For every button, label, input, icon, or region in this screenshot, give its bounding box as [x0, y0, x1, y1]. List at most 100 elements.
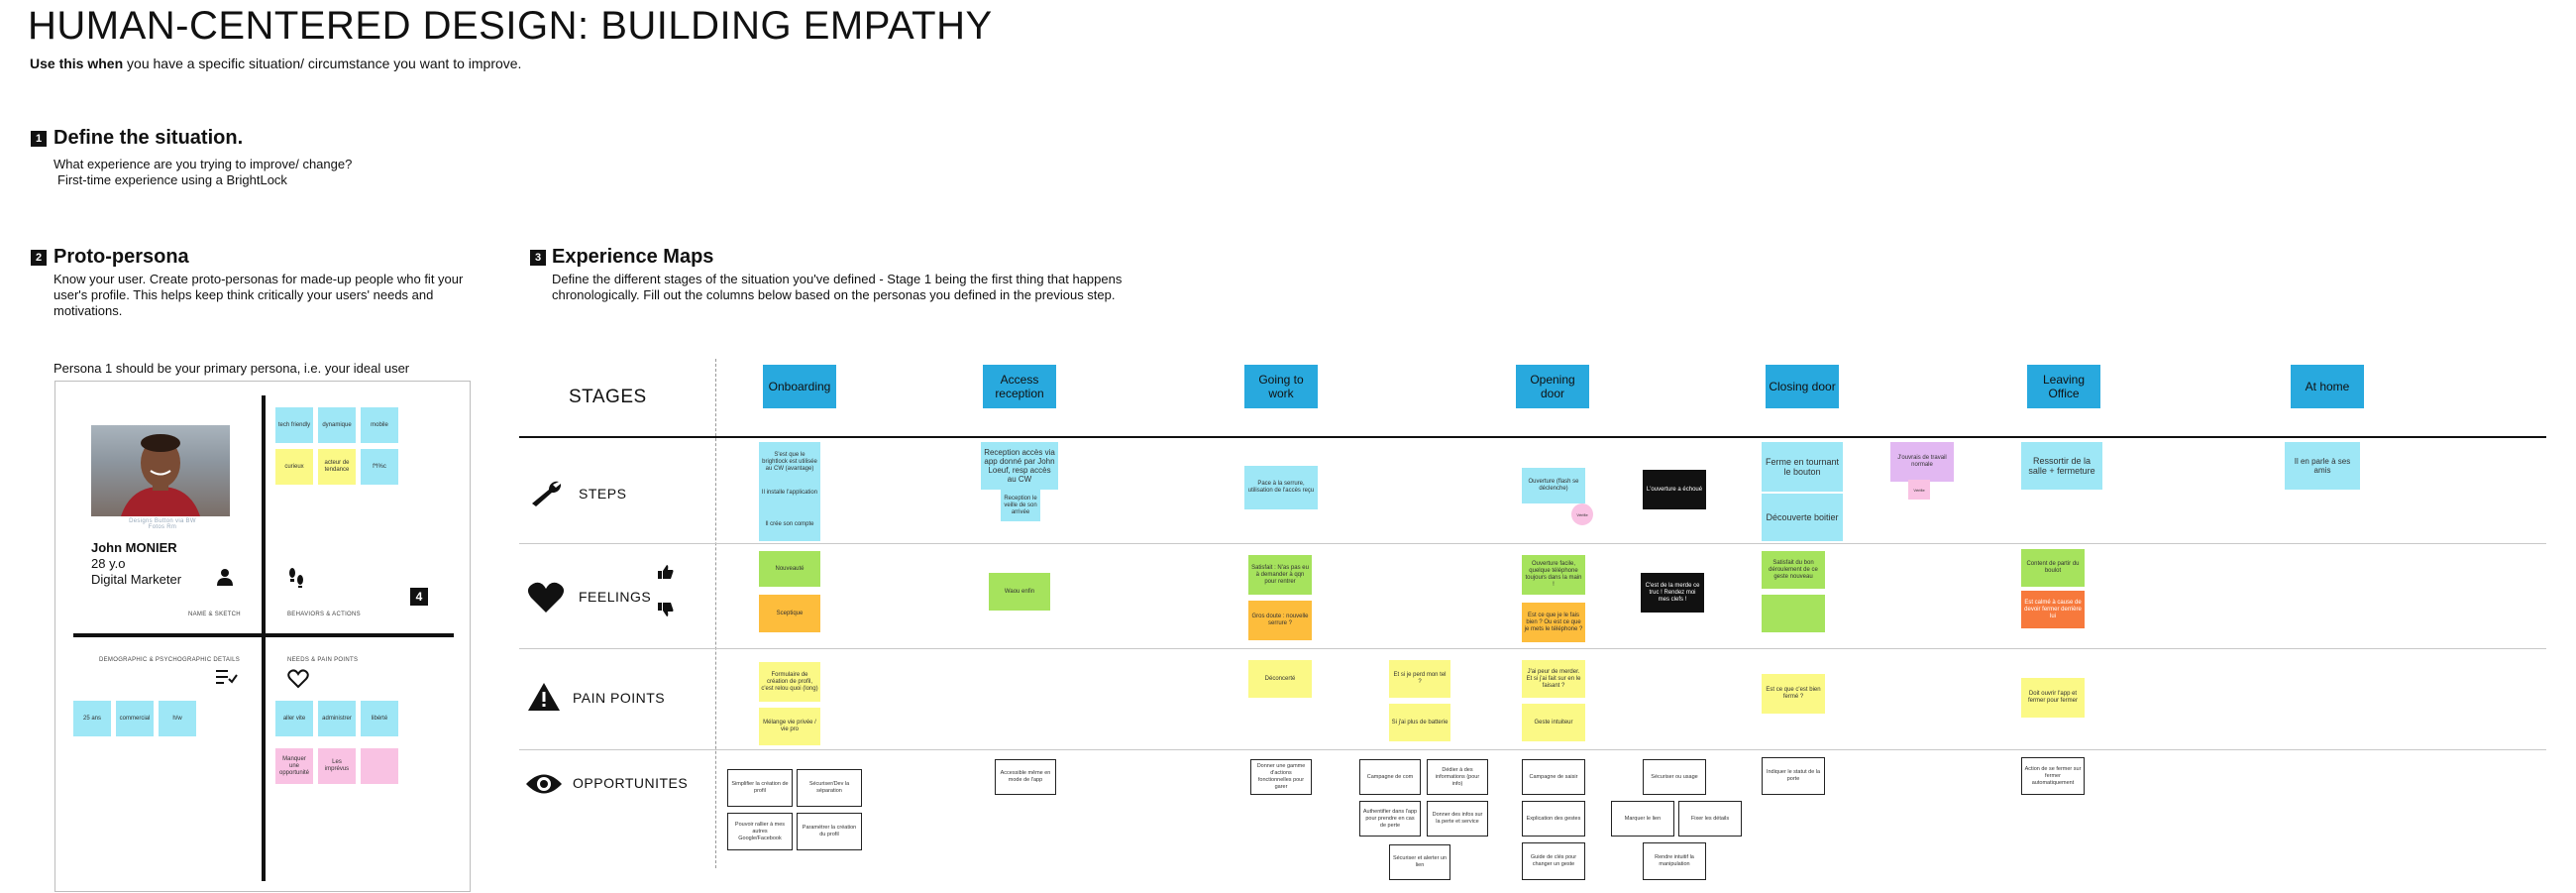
- feeling-note[interactable]: Waou enfin: [989, 573, 1050, 611]
- photo-caption: Designs Button via BW Fotos Rm: [123, 518, 202, 530]
- quadrant-label-demographic: DEMOGRAPHIC & PSYCHOGRAPHIC DETAILS: [99, 657, 240, 663]
- opportunity-card[interactable]: Guide de clés pour changer un geste: [1522, 842, 1585, 880]
- step-note[interactable]: Vérifie: [1571, 503, 1593, 525]
- persona-note-demographic[interactable]: 25 ans: [73, 701, 111, 736]
- step-note[interactable]: Vérifie: [1908, 480, 1930, 500]
- pain-note[interactable]: J'ai peur de merder. Et si j'ai fait sur…: [1522, 660, 1585, 698]
- stage-card[interactable]: Opening door: [1516, 365, 1589, 408]
- opportunity-card[interactable]: Action de se fermer sur fermer automatiq…: [2021, 757, 2085, 795]
- row-divider: [519, 749, 2546, 750]
- opportunity-card[interactable]: Campagne de saisir: [1522, 759, 1585, 795]
- pain-note[interactable]: Est ce que c'est bien fermé ?: [1762, 674, 1825, 714]
- heart-outline-icon: [287, 669, 309, 694]
- section1-number: 1: [31, 131, 47, 147]
- section1-answer[interactable]: First-time experience using a BrightLock: [57, 172, 287, 188]
- step-note[interactable]: Ressortir de la salle + fermeture: [2021, 442, 2102, 490]
- pain-note[interactable]: Mélange vie privée / vie pro: [759, 708, 820, 745]
- step-note[interactable]: Il en parle à ses amis: [2285, 442, 2360, 490]
- persona-note-behavior[interactable]: dynamique: [318, 407, 356, 443]
- step-note[interactable]: Ouverture (flash se déclenche): [1522, 468, 1585, 503]
- row-label-feelings: FEELINGS: [579, 589, 651, 605]
- feeling-note[interactable]: [1762, 595, 1825, 632]
- persona-note-need[interactable]: administrer: [318, 701, 356, 736]
- pain-note[interactable]: Et si je perd mon tel ?: [1389, 660, 1450, 698]
- thumbs-down-icon: [658, 603, 674, 621]
- opportunity-card[interactable]: Fixer les détails: [1678, 801, 1742, 837]
- opportunity-card[interactable]: Pouvoir rallier à mes autres Google/Face…: [727, 813, 793, 850]
- feeling-note[interactable]: Sceptique: [759, 595, 820, 632]
- persona-note-behavior[interactable]: f*l%c: [361, 449, 398, 485]
- persona-photo-illustration: [91, 425, 230, 516]
- feeling-note[interactable]: Gros doute : nouvelle serrure ?: [1248, 601, 1312, 640]
- step-note[interactable]: Il installe l'application: [759, 476, 820, 509]
- persona-note-need[interactable]: libérté: [361, 701, 398, 736]
- opportunity-card[interactable]: Authentifier dans l'app pour prendre en …: [1359, 801, 1421, 837]
- opportunity-card[interactable]: Donner une gamme d'actions fonctionnelle…: [1250, 759, 1312, 795]
- opportunity-card[interactable]: Rendre intuitif la manipulation: [1643, 842, 1706, 880]
- opportunity-card[interactable]: Accessible même en mode de l'app: [995, 759, 1056, 795]
- feeling-note[interactable]: Est calmé à cause de devoir fermer derri…: [2021, 591, 2085, 628]
- persona-note-behavior[interactable]: mobile: [361, 407, 398, 443]
- feeling-note[interactable]: Satisfait : N'as pas eu à demander à qqn…: [1248, 555, 1312, 595]
- feeling-note[interactable]: Satisfait du bon déroulement de ce geste…: [1762, 551, 1825, 589]
- feeling-note[interactable]: Nouveauté: [759, 551, 820, 587]
- persona-note-pain[interactable]: [361, 748, 398, 784]
- persona-photo[interactable]: [91, 425, 230, 516]
- persona-canvas: Designs Button via BW Fotos Rm John MONI…: [54, 381, 471, 892]
- opportunity-card[interactable]: Explication des gestes: [1522, 801, 1585, 837]
- persona-note-pain[interactable]: Manquer une opportunité: [275, 748, 313, 784]
- step-note[interactable]: L'ouverture a échoué: [1643, 470, 1706, 509]
- feeling-note[interactable]: Ouverture facile, quelque téléphone touj…: [1522, 555, 1585, 595]
- persona-note-demographic[interactable]: h/w: [159, 701, 196, 736]
- use-when-label: Use this when: [30, 56, 123, 71]
- opportunity-card[interactable]: Marquer le lien: [1611, 801, 1674, 837]
- pain-note[interactable]: Si j'ai plus de batterie: [1389, 704, 1450, 741]
- thumbs-up-icon: [658, 565, 674, 584]
- quadrant-label-name-sketch: NAME & SKETCH: [188, 612, 241, 617]
- stage-card[interactable]: At home: [2291, 365, 2364, 408]
- persona-note-demographic[interactable]: commercial: [116, 701, 154, 736]
- stage-card[interactable]: Access reception: [983, 365, 1056, 408]
- step-note[interactable]: Pace à la serrure, utilisation de l'accè…: [1244, 466, 1318, 509]
- opportunity-card[interactable]: Indiquer le statut de la porte: [1762, 757, 1825, 795]
- opportunity-card[interactable]: Sécuriser et alerter un lien: [1389, 844, 1450, 880]
- step-note[interactable]: Reception le veille de son arrivée: [1001, 490, 1040, 521]
- persona-note-need[interactable]: aller vite: [275, 701, 313, 736]
- opportunity-card[interactable]: Sécuriser ou usage: [1643, 759, 1706, 795]
- opportunity-card[interactable]: Dédier à des informations (pour info): [1427, 759, 1488, 795]
- pain-note[interactable]: Doit ouvrir l'app et fermer pour fermer: [2021, 678, 2085, 718]
- persona-horizontal-axis: [73, 633, 454, 637]
- opportunity-card[interactable]: Simplifier la création de profil: [727, 769, 793, 807]
- opportunity-card[interactable]: Sécuriser/Dev la séparation: [797, 769, 862, 807]
- stage-card[interactable]: Closing door: [1766, 365, 1839, 408]
- persona-note-behavior[interactable]: acteur de tendance: [318, 449, 356, 485]
- feeling-note[interactable]: Content de partir du boulot: [2021, 549, 2085, 587]
- step-note[interactable]: J'ouvrais de travail normale: [1890, 442, 1954, 482]
- step-note[interactable]: Il crée son compte: [759, 507, 820, 541]
- section1-question: What experience are you trying to improv…: [54, 157, 352, 172]
- persona-age: 28 y.o: [91, 556, 125, 571]
- opportunity-card[interactable]: Campagne de com: [1359, 759, 1421, 795]
- warning-icon: [527, 682, 561, 717]
- pain-note[interactable]: Déconcerté: [1248, 660, 1312, 698]
- pain-note[interactable]: Geste intuiteur: [1522, 704, 1585, 741]
- pain-note[interactable]: Formulaire de création de profil, c'est …: [759, 662, 820, 702]
- persona-note-behavior[interactable]: curieux: [275, 449, 313, 485]
- stage-card[interactable]: Going to work: [1244, 365, 1318, 408]
- heart-icon: [527, 581, 565, 619]
- stage-card[interactable]: Onboarding: [763, 365, 836, 408]
- step-note[interactable]: Découverte boitier: [1762, 494, 1843, 541]
- persona-note-behavior[interactable]: tech friendly: [275, 407, 313, 443]
- row-label-steps: STEPS: [579, 486, 626, 502]
- stage-card[interactable]: Leaving Office: [2027, 365, 2100, 408]
- step-note[interactable]: Ferme en tournant le bouton: [1762, 442, 1843, 492]
- section3-description: Define the different stages of the situa…: [552, 272, 1146, 303]
- persona-vertical-axis: [262, 395, 266, 881]
- persona-note-pain[interactable]: Les imprévus: [318, 748, 356, 784]
- section1-title: Define the situation.: [54, 127, 243, 150]
- opportunity-card[interactable]: Donner des infos sur la perte et service: [1427, 801, 1488, 837]
- feeling-note[interactable]: Est ce que je le fais bien ? Ou est ce q…: [1522, 603, 1585, 642]
- opportunity-card[interactable]: Paramétrer la création du profil: [797, 813, 862, 850]
- step-note[interactable]: Reception accès via app donné par John L…: [981, 442, 1058, 490]
- feeling-note[interactable]: C'est de la merde ce truc ! Rendez moi m…: [1641, 573, 1704, 613]
